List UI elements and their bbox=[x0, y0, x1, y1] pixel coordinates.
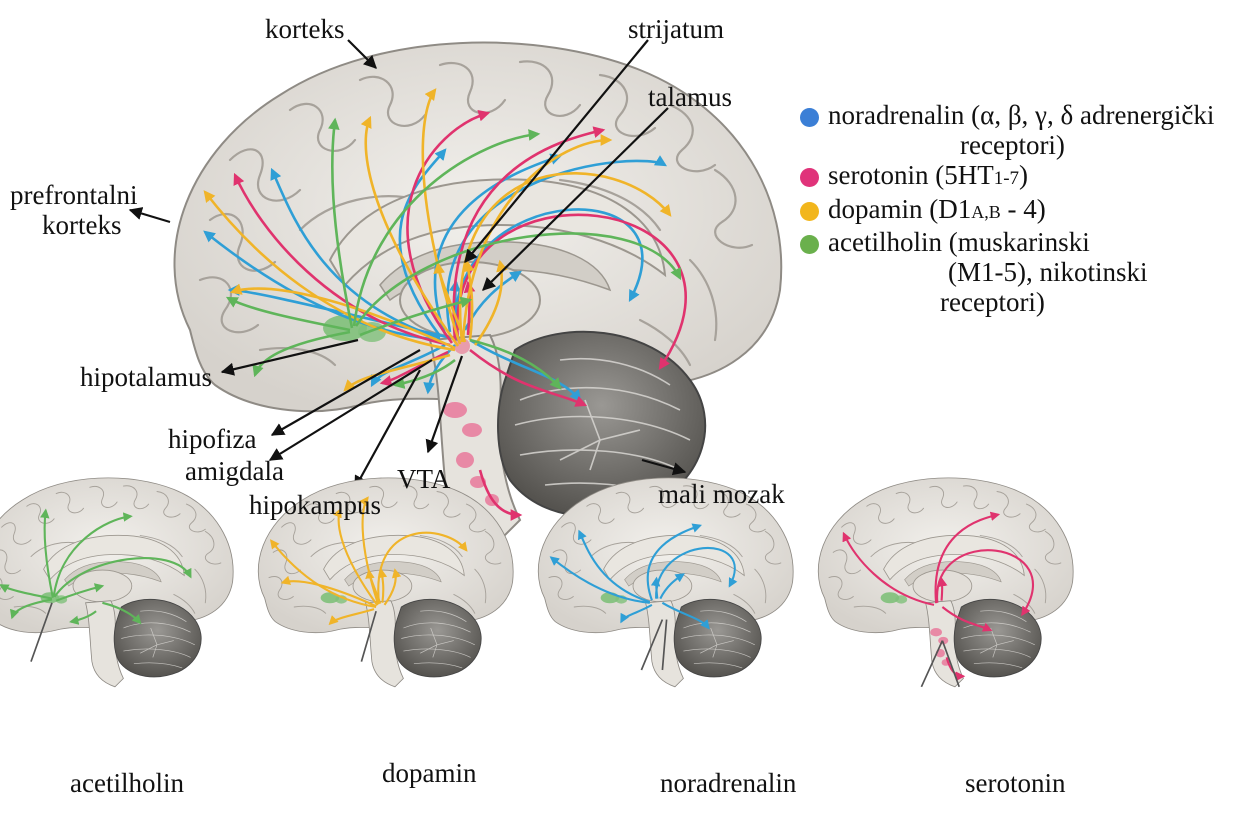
label-strijatum: strijatum bbox=[628, 14, 724, 44]
legend-dot-acetilholin bbox=[800, 235, 819, 254]
caption-serotonin: serotonin bbox=[965, 768, 1066, 798]
label-hipofiza: hipofiza bbox=[168, 424, 256, 454]
legend-dot-dopamin bbox=[800, 202, 819, 221]
label-talamus: talamus bbox=[648, 82, 732, 112]
legend-dot-serotonin bbox=[800, 168, 819, 187]
legend: noradrenalin (α, β, γ, δ adrenergički re… bbox=[800, 100, 1250, 317]
label-hipotalamus: hipotalamus bbox=[80, 362, 212, 392]
small-brain-acetilholin bbox=[0, 478, 233, 687]
label-vta: VTA bbox=[397, 464, 450, 494]
caption-noradrenalin: noradrenalin bbox=[660, 768, 796, 798]
legend-serotonin: serotonin (5HT1-7) bbox=[800, 160, 1250, 194]
legend-dopamin: dopamin (D1A,B - 4) bbox=[800, 194, 1250, 227]
label-prefrontalni-korteks: korteks bbox=[42, 210, 121, 240]
caption-dopamin: dopamin bbox=[382, 758, 477, 788]
legend-acetilholin: acetilholin (muskarinski (M1-5), nikotin… bbox=[800, 227, 1250, 317]
label-prefrontalni: prefrontalni bbox=[10, 180, 137, 210]
small-brain-serotonin bbox=[818, 478, 1073, 687]
caption-acetilholin: acetilholin bbox=[70, 768, 184, 798]
legend-noradrenalin: noradrenalin (α, β, γ, δ adrenergički re… bbox=[800, 100, 1250, 160]
legend-dot-noradrenalin bbox=[800, 108, 819, 127]
label-mali-mozak: mali mozak bbox=[658, 479, 785, 509]
label-hipokampus: hipokampus bbox=[249, 490, 381, 520]
small-brain-noradrenalin bbox=[538, 478, 793, 687]
label-amigdala: amigdala bbox=[185, 456, 284, 486]
label-korteks: korteks bbox=[265, 14, 344, 44]
